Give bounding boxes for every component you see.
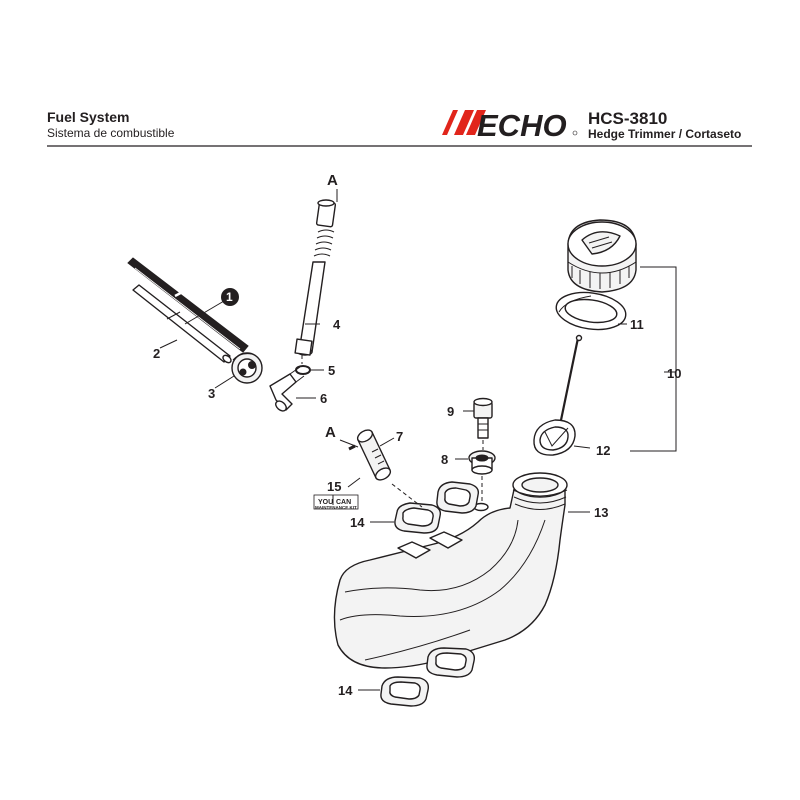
brand-wordmark: ECHO	[477, 108, 567, 143]
reference-a-top: A	[327, 172, 338, 189]
callout-1-badge	[221, 288, 239, 306]
part-14-lower-pads	[380, 647, 476, 707]
part-4-return-line	[294, 199, 337, 356]
maintenance-kit-badge: YOU CAN MAINTENANCE KIT	[313, 494, 359, 510]
part-7-fuel-filter	[339, 429, 392, 481]
logo-stripes-icon	[442, 110, 486, 135]
callout-5: 5	[328, 363, 335, 378]
callout-2: 2	[153, 346, 160, 361]
callout-13: 13	[594, 505, 608, 520]
page-subtitle: Sistema de combustible	[47, 126, 175, 140]
callout-14-upper: 14	[350, 515, 365, 530]
part-1-fuel-line	[127, 257, 249, 353]
part-10-fuel-cap	[567, 219, 637, 293]
part-5-o-ring	[295, 365, 311, 375]
callout-9: 9	[447, 404, 454, 419]
callout-7: 7	[396, 429, 403, 444]
page-title: Fuel System	[47, 109, 129, 125]
part-8-grommet	[468, 450, 496, 475]
header: Fuel System Sistema de combustible ECHO …	[47, 108, 752, 147]
kit-badge-line1: YOU	[318, 499, 333, 506]
callout-12: 12	[596, 443, 610, 458]
part-3-grommet	[231, 352, 263, 384]
kit-badge-line2: CAN	[336, 499, 351, 506]
model-number: HCS-3810	[588, 109, 667, 128]
callout-8: 8	[441, 452, 448, 467]
callout-3: 3	[208, 386, 215, 401]
echo-logo: ECHO	[442, 108, 578, 143]
part-2-fuel-pipe	[132, 284, 232, 364]
callout-14-lower: 14	[338, 683, 353, 698]
callout-4: 4	[333, 317, 341, 332]
kit-badge-line3: MAINTENANCE KIT	[315, 505, 357, 510]
callout-1: 1	[226, 290, 233, 304]
callouts: 1 2 3 4 5 6 7 8 9 10 11 12 13 14 14 15 A…	[153, 172, 681, 698]
part-13-fuel-tank	[333, 472, 568, 669]
part-6-elbow	[269, 366, 305, 412]
reference-a-middle: A	[325, 424, 336, 441]
part-11-gasket	[555, 291, 627, 331]
callout-6: 6	[320, 391, 327, 406]
model-description: Hedge Trimmer / Cortaseto	[588, 127, 741, 141]
part-9-vent	[473, 397, 493, 439]
leader-lines	[159, 189, 677, 691]
callout-10: 10	[667, 366, 681, 381]
callout-11: 11	[630, 317, 644, 332]
part-12-tether	[533, 334, 583, 456]
part-14-upper-pads	[394, 481, 480, 534]
callout-15: 15	[327, 479, 341, 494]
